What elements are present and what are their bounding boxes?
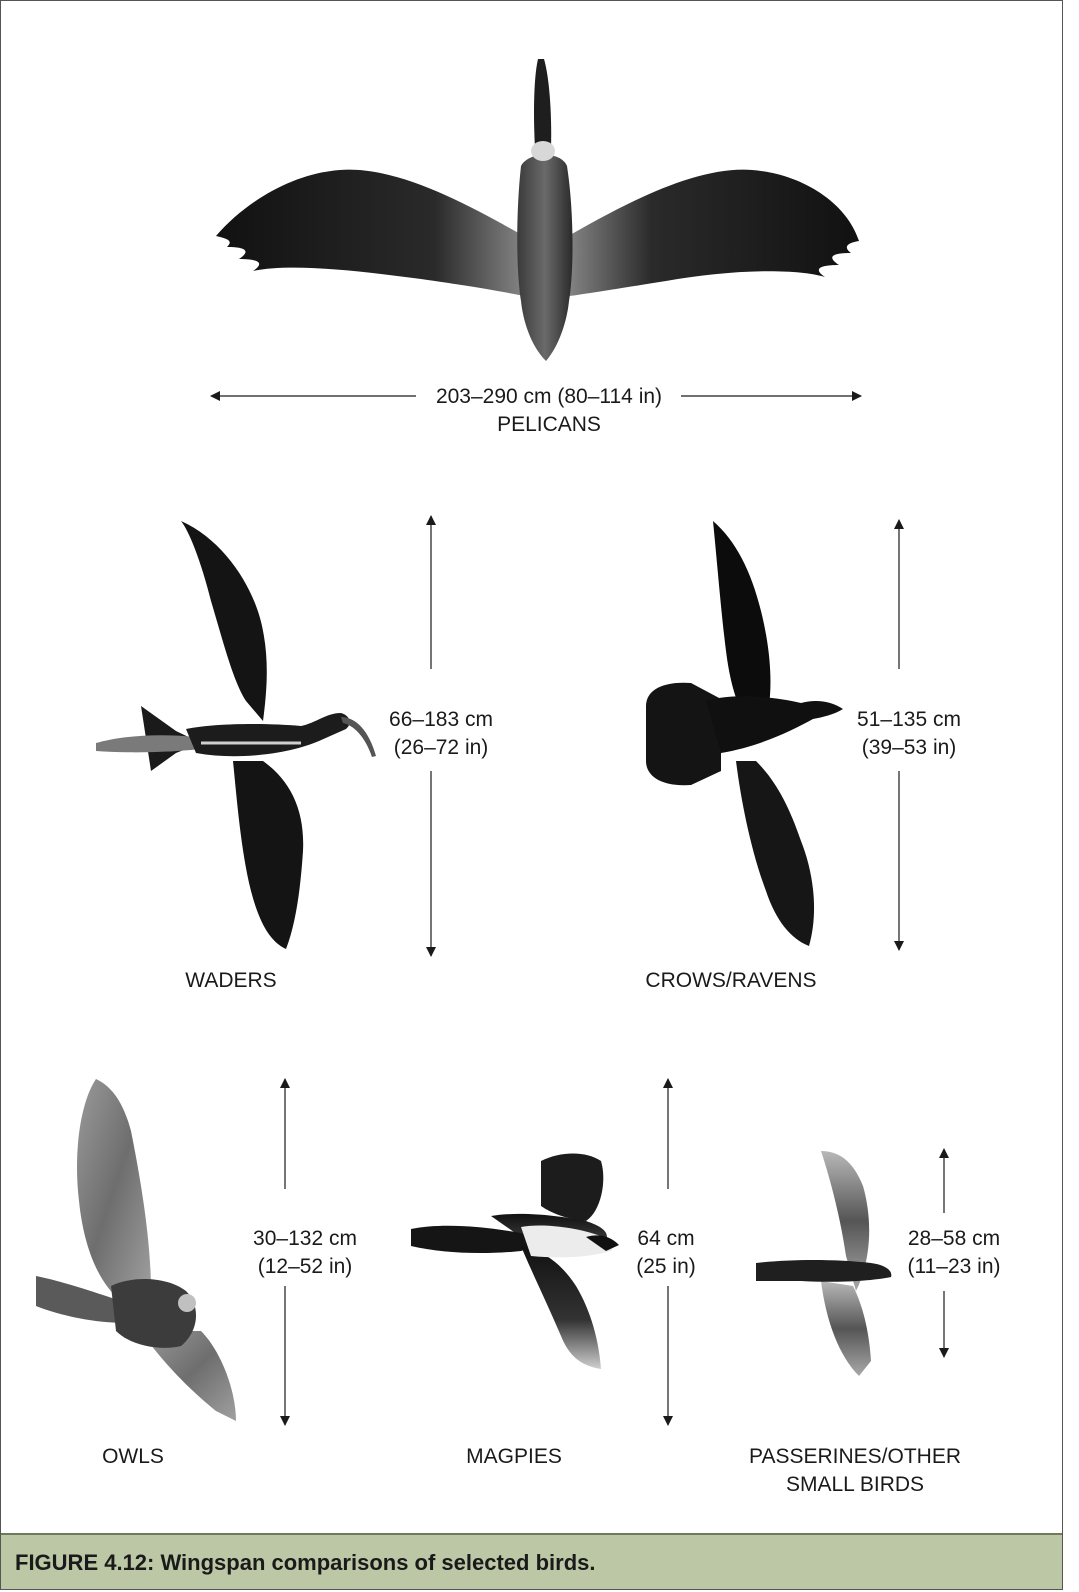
passerine-span-in-label: (11–23 in)	[907, 1255, 1000, 1278]
owl-silhouette	[36, 1079, 236, 1421]
owl-span-cm-label: 30–132 cm	[253, 1227, 357, 1250]
crow-group-label: CROWS/RAVENS	[645, 969, 816, 992]
figure-caption: FIGURE 4.12: Wingspan comparisons of sel…	[15, 1550, 596, 1576]
passerine-group-label-line2: SMALL BIRDS	[786, 1473, 924, 1496]
pelican-span-label: 203–290 cm (80–114 in)	[436, 385, 662, 408]
wader-group-label: WADERS	[185, 969, 276, 992]
magpie-silhouette	[411, 1154, 619, 1370]
owl-span-in-label: (12–52 in)	[258, 1255, 353, 1278]
pelican-group-label: PELICANS	[497, 413, 601, 436]
magpie-span-in-label: (25 in)	[636, 1255, 696, 1278]
caption-bar: FIGURE 4.12: Wingspan comparisons of sel…	[1, 1533, 1062, 1590]
wader-span-cm-label: 66–183 cm	[389, 708, 493, 731]
wader-span-in-label: (26–72 in)	[394, 736, 489, 759]
magpie-span-cm-label: 64 cm	[637, 1227, 694, 1250]
magpie-group-label: MAGPIES	[466, 1445, 562, 1468]
passerine-silhouette	[756, 1151, 891, 1376]
wader-silhouette	[96, 521, 376, 949]
crow-span-in-label: (39–53 in)	[862, 736, 957, 759]
passerine-group-label-line1: PASSERINES/OTHER	[749, 1445, 961, 1468]
passerine-span-cm-label: 28–58 cm	[908, 1227, 1000, 1250]
owl-group-label: OWLS	[102, 1445, 164, 1468]
wingspan-diagram: 203–290 cm (80–114 in) PELICANS 66–183 c…	[1, 1, 1062, 1533]
crow-span-cm-label: 51–135 cm	[857, 708, 961, 731]
crow-silhouette	[646, 521, 843, 946]
pelican-silhouette	[216, 59, 859, 361]
